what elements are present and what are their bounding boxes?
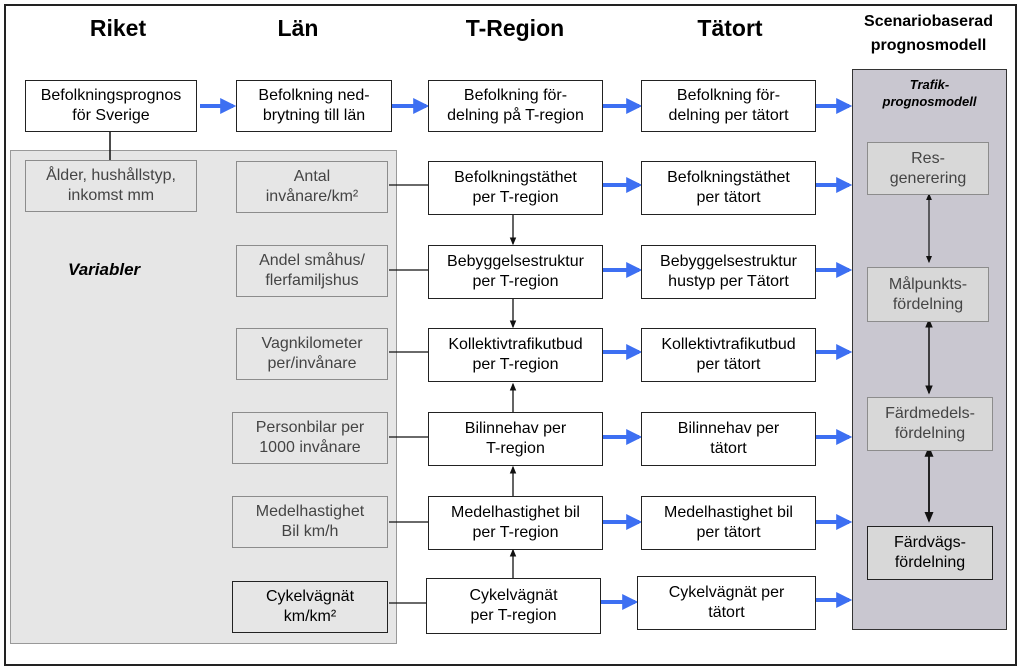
tregion-bilinnehav-box: Bilinnehav per T-region <box>428 412 603 466</box>
header-scenario: Scenariobaserad prognosmodell <box>864 13 993 54</box>
tregion-befolkning-box: Befolkning för- delning på T-region <box>428 80 603 132</box>
tatort-bebyggelsestruktur-box: Bebyggelsestruktur hustyp per Tätort <box>641 245 816 299</box>
variables-panel <box>10 150 397 644</box>
header-lan: Län <box>277 15 319 41</box>
riket-befolkningsprognos-box: Befolkningsprognos för Sverige <box>25 80 197 132</box>
variable-personbilar-box: Personbilar per 1000 invånare <box>232 412 388 464</box>
variable-alder-box: Ålder, hushållstyp, inkomst mm <box>25 160 197 212</box>
scenario-fardmedelsfordelning-box: Färdmedels- fördelning <box>867 397 993 451</box>
tregion-kollektivtrafik-box: Kollektivtrafikutbud per T-region <box>428 328 603 382</box>
variable-andel-smahus-box: Andel småhus/ flerfamiljshus <box>236 245 388 297</box>
variables-label: Variabler <box>68 260 141 279</box>
variable-vagnkilometer-box: Vagnkilometer per/invånare <box>236 328 388 380</box>
trafik-prognosmodell-label: Trafik- prognosmodell <box>882 77 977 109</box>
tatort-kollektivtrafik-box: Kollektivtrafikutbud per tätort <box>641 328 816 382</box>
tregion-befolkningstathet-box: Befolkningstäthet per T-region <box>428 161 603 215</box>
tatort-medelhastighet-box: Medelhastighet bil per tätort <box>641 496 816 550</box>
scenario-malpunktsfordelning-box: Målpunkts- fördelning <box>867 267 989 322</box>
tregion-medelhastighet-box: Medelhastighet bil per T-region <box>428 496 603 550</box>
tregion-cykelvagnat-box: Cykelvägnät per T-region <box>426 578 601 634</box>
header-tatort: Tätort <box>697 15 763 41</box>
tregion-bebyggelsestruktur-box: Bebyggelsestruktur per T-region <box>428 245 603 299</box>
variable-antal-invanare-box: Antal invånare/km² <box>236 161 388 213</box>
variable-cykelvagnat-box: Cykelvägnät km/km² <box>232 581 388 633</box>
lan-befolkning-box: Befolkning ned- brytning till län <box>236 80 392 132</box>
variable-medelhastighet-box: Medelhastighet Bil km/h <box>232 496 388 548</box>
header-riket: Riket <box>89 15 147 41</box>
tatort-cykelvagnat-box: Cykelvägnät per tätort <box>637 576 816 630</box>
tatort-befolkningstathet-box: Befolkningstäthet per tätort <box>641 161 816 215</box>
tatort-bilinnehav-box: Bilinnehav per tätort <box>641 412 816 466</box>
scenario-resgenerering-box: Res- generering <box>867 142 989 195</box>
header-tregion: T-Region <box>465 15 565 41</box>
scenario-fardvagsfordelning-box: Färdvägs- fördelning <box>867 526 993 580</box>
tatort-befolkning-box: Befolkning för- delning per tätort <box>641 80 816 132</box>
